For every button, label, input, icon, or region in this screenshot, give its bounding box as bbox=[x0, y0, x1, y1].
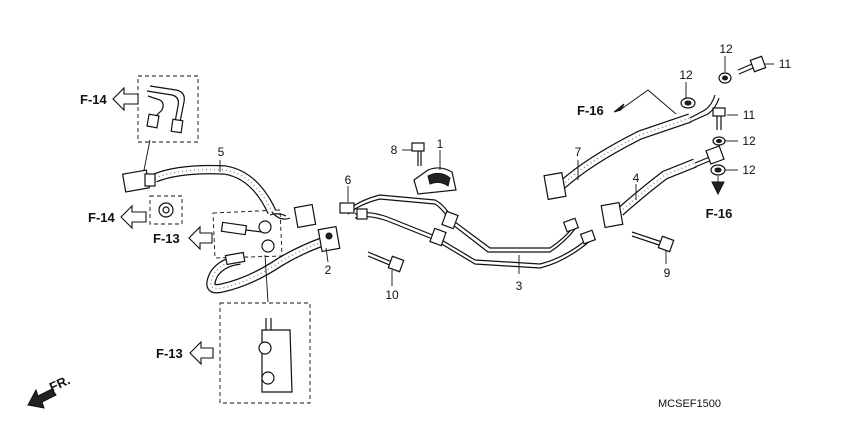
bolt-8 bbox=[411, 142, 425, 166]
ref-f16-top-label: F-16 bbox=[577, 103, 604, 118]
union-fitting bbox=[158, 202, 174, 218]
callout-11-top: 11 bbox=[779, 57, 792, 71]
bent-pipe-detail bbox=[142, 85, 185, 176]
callout-12-left: 12 bbox=[679, 68, 693, 82]
washer-12-lower bbox=[710, 164, 726, 176]
callout-12-lower: 12 bbox=[742, 163, 756, 177]
ref-f14-top: F-14 bbox=[80, 86, 139, 112]
washer-12-upper-right bbox=[718, 72, 732, 84]
callout-7: 7 bbox=[575, 145, 582, 159]
fitting-6 bbox=[339, 202, 368, 220]
callout-4: 4 bbox=[633, 171, 640, 185]
callout-8: 8 bbox=[391, 143, 398, 157]
clamp-2 bbox=[293, 203, 341, 253]
bolt-9 bbox=[631, 231, 675, 253]
hose-lower bbox=[206, 237, 324, 303]
ref-f13-bottom-label: F-13 bbox=[156, 346, 183, 361]
callout-1: 1 bbox=[437, 137, 444, 151]
callout-10: 10 bbox=[385, 288, 399, 302]
pipe-3 bbox=[347, 194, 597, 269]
ref-f13-bottom: F-13 bbox=[156, 340, 214, 366]
ref-f16-right-label: F-16 bbox=[706, 206, 733, 221]
callout-5: 5 bbox=[218, 145, 225, 159]
leader-lines bbox=[219, 56, 774, 286]
callout-2: 2 bbox=[325, 263, 332, 277]
callout-12-mid: 12 bbox=[742, 134, 756, 148]
ref-f14-mid: F-14 bbox=[88, 204, 147, 230]
callout-3: 3 bbox=[516, 279, 523, 293]
washer-12-top bbox=[680, 97, 696, 109]
callout-9: 9 bbox=[664, 266, 671, 280]
front-direction-label: FR. bbox=[47, 372, 72, 394]
front-direction-indicator: FR. bbox=[27, 372, 72, 409]
callout-12-top: 12 bbox=[719, 42, 733, 56]
ref-f13-mid: F-13 bbox=[153, 225, 213, 251]
bolt-11-top bbox=[737, 55, 767, 75]
hose-5 bbox=[121, 164, 291, 220]
detail-box-top-left bbox=[137, 75, 199, 143]
ref-f16-right: F-16 bbox=[706, 176, 733, 221]
clamp-1 bbox=[413, 167, 457, 195]
hose-7 bbox=[543, 94, 720, 201]
washer-12-mid bbox=[712, 136, 726, 146]
ref-f14-top-label: F-14 bbox=[80, 92, 108, 107]
bolt-11-mid bbox=[712, 107, 726, 130]
hose-4 bbox=[600, 145, 725, 229]
bolt-10 bbox=[367, 251, 405, 273]
ref-f14-mid-label: F-14 bbox=[88, 210, 116, 225]
ref-f13-mid-label: F-13 bbox=[153, 231, 180, 246]
banjo-detail bbox=[220, 213, 287, 253]
ref-f16-top: F-16 bbox=[577, 103, 625, 118]
caliper-fitting bbox=[258, 318, 293, 393]
detail-box-small bbox=[149, 195, 183, 225]
diagram-code: MCSEF1500 bbox=[658, 398, 721, 410]
callout-11-mid: 11 bbox=[743, 108, 756, 122]
detail-box-bottom bbox=[219, 302, 311, 404]
callout-6: 6 bbox=[345, 173, 352, 187]
